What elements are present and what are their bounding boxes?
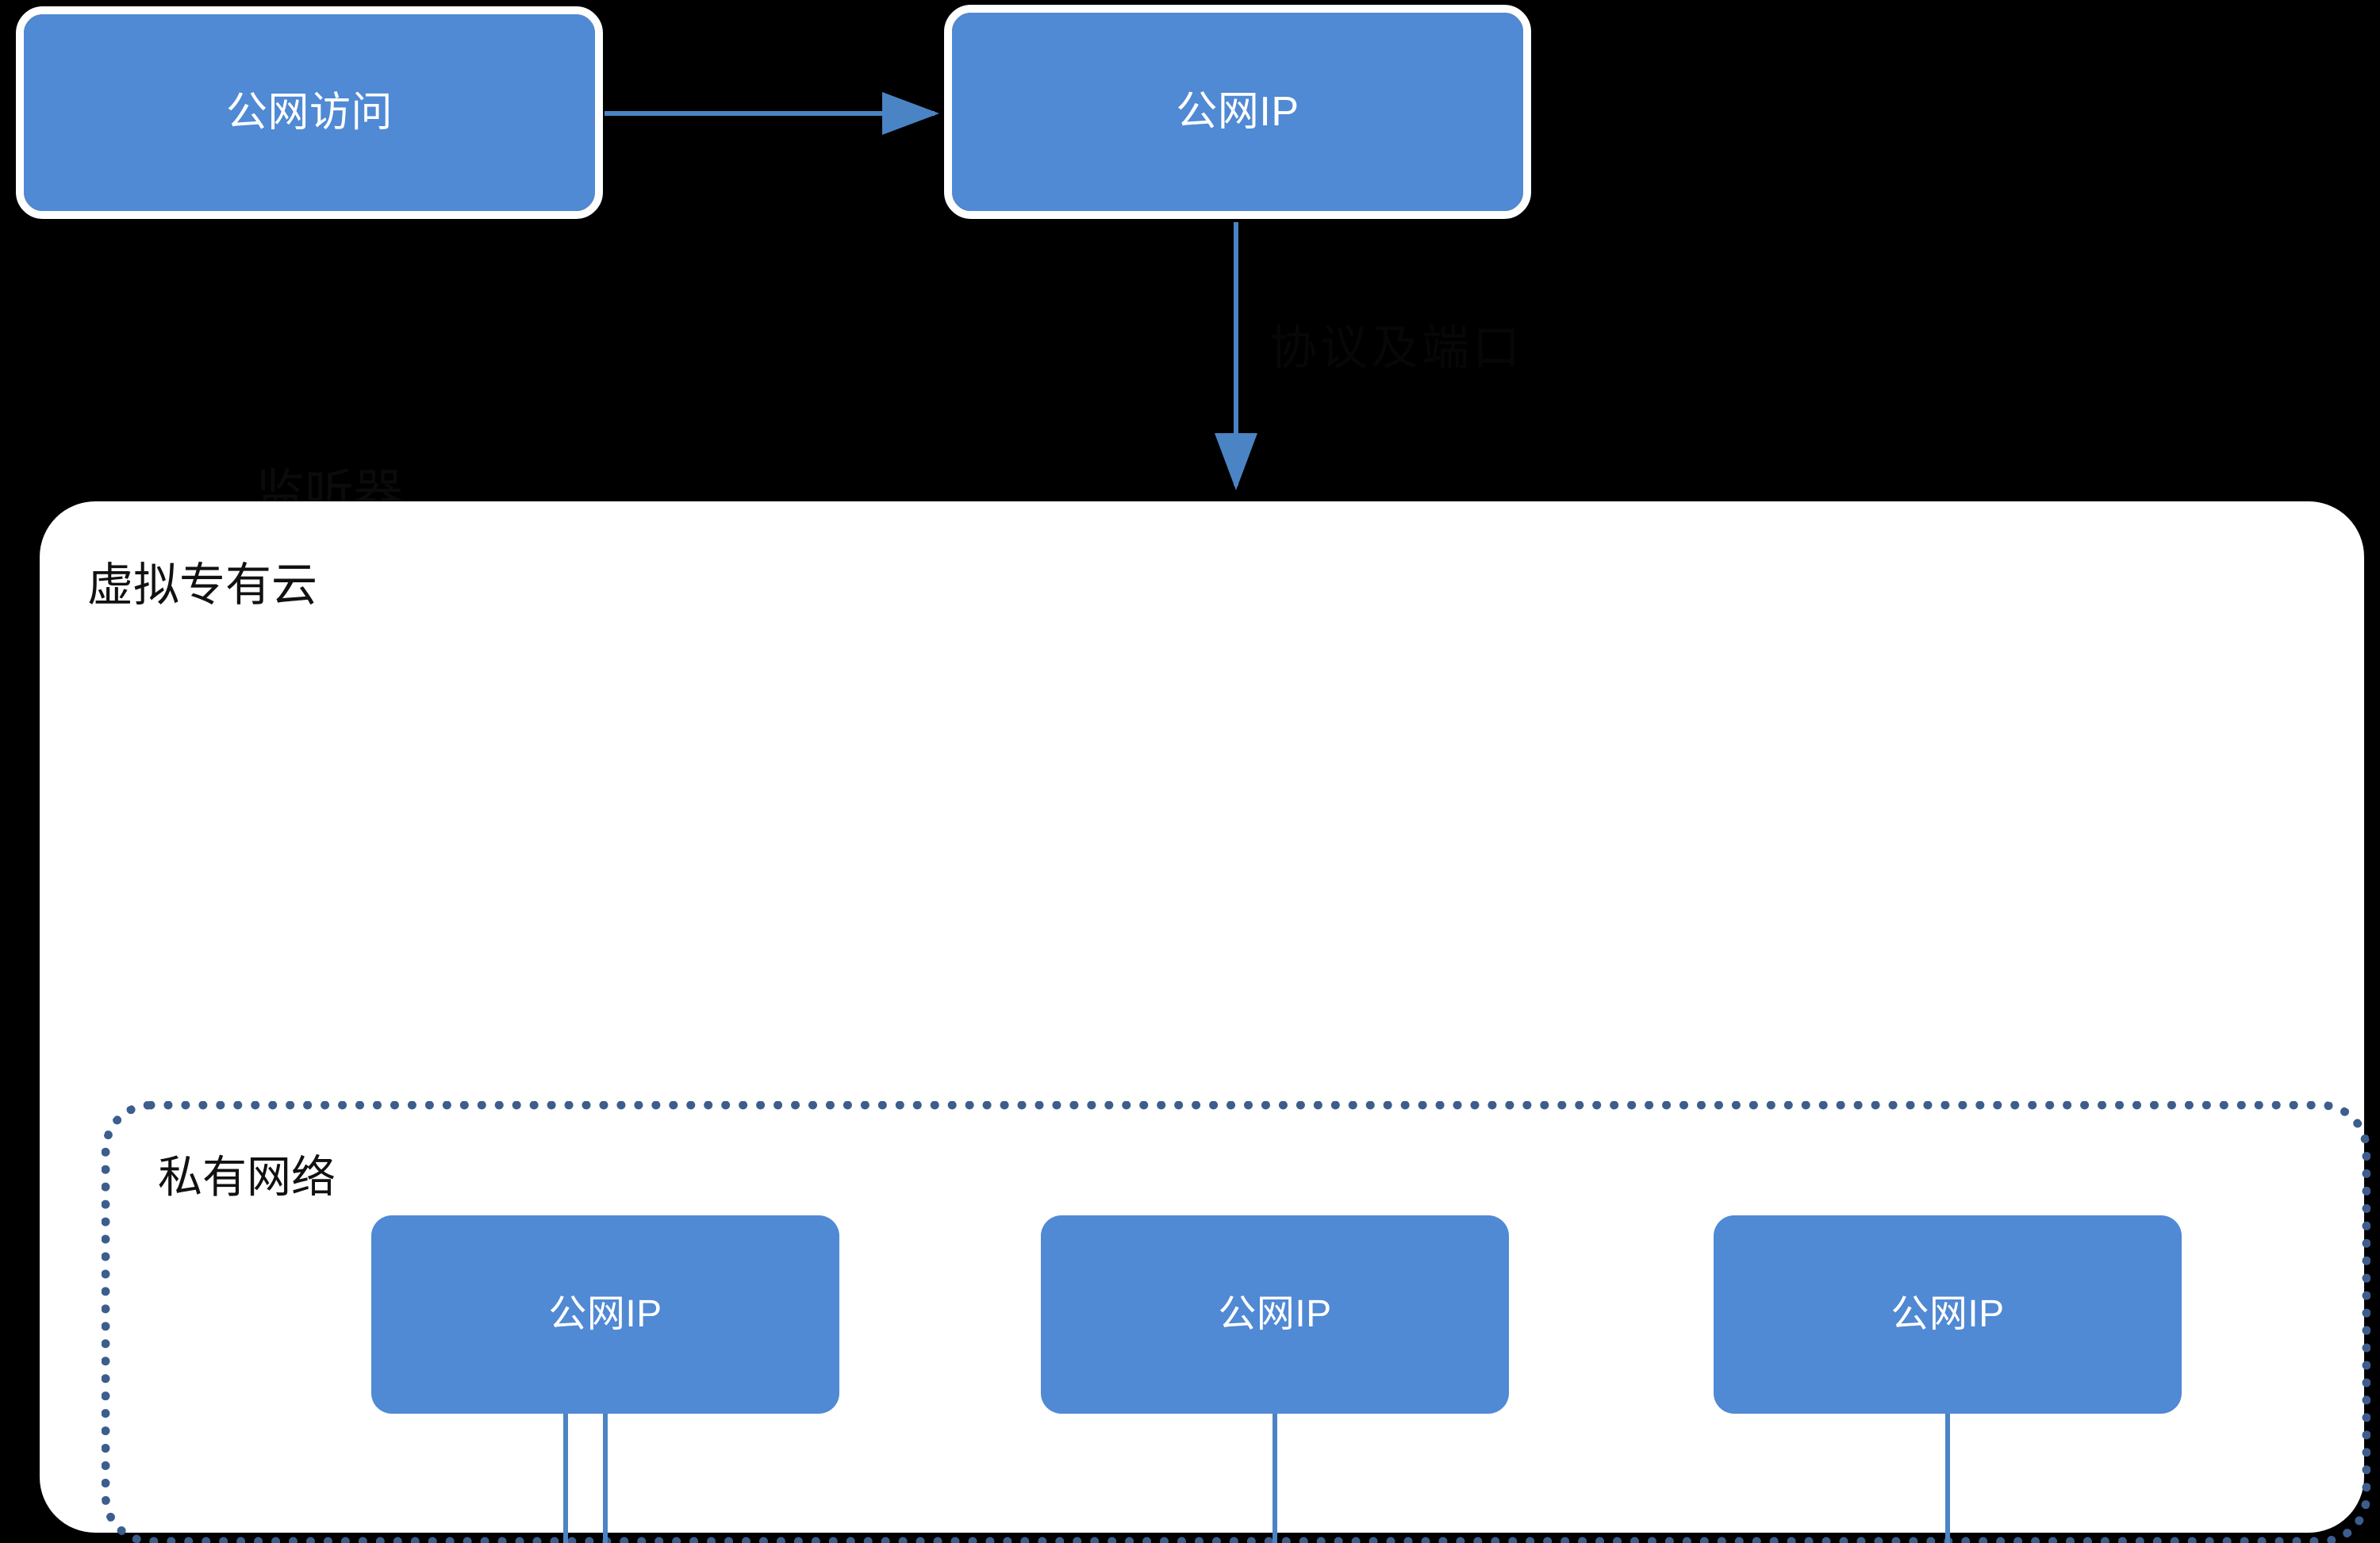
node-public-ip-3-label: 公网IP: [1891, 1293, 2005, 1336]
node-public-access-label: 公网访问: [225, 89, 393, 136]
node-public-ip-1-label: 公网IP: [548, 1293, 662, 1336]
private-network-label: 私有网络: [158, 1152, 336, 1202]
private-network-container: 私有网络: [102, 1101, 2370, 1543]
node-public-ip-2-label: 公网IP: [1218, 1293, 1332, 1336]
node-public-ip-3[interactable]: 公网IP: [1714, 1215, 2182, 1414]
node-public-ip-1[interactable]: 公网IP: [371, 1215, 839, 1414]
connector-annotation: 协议及端口: [1269, 321, 1523, 374]
vpc-label: 虚拟专有云: [87, 559, 318, 611]
vpc-container: 虚拟专有云 私有网络 公网IP 公网IP 公网IP 云主机/负载均衡 云主机/负…: [40, 501, 2370, 1543]
node-public-ip-2[interactable]: 公网IP: [1041, 1215, 1509, 1414]
node-public-ip-top[interactable]: 公网IP: [944, 5, 1531, 219]
node-public-access[interactable]: 公网访问: [16, 6, 603, 219]
node-public-ip-top-label: 公网IP: [1176, 88, 1299, 135]
